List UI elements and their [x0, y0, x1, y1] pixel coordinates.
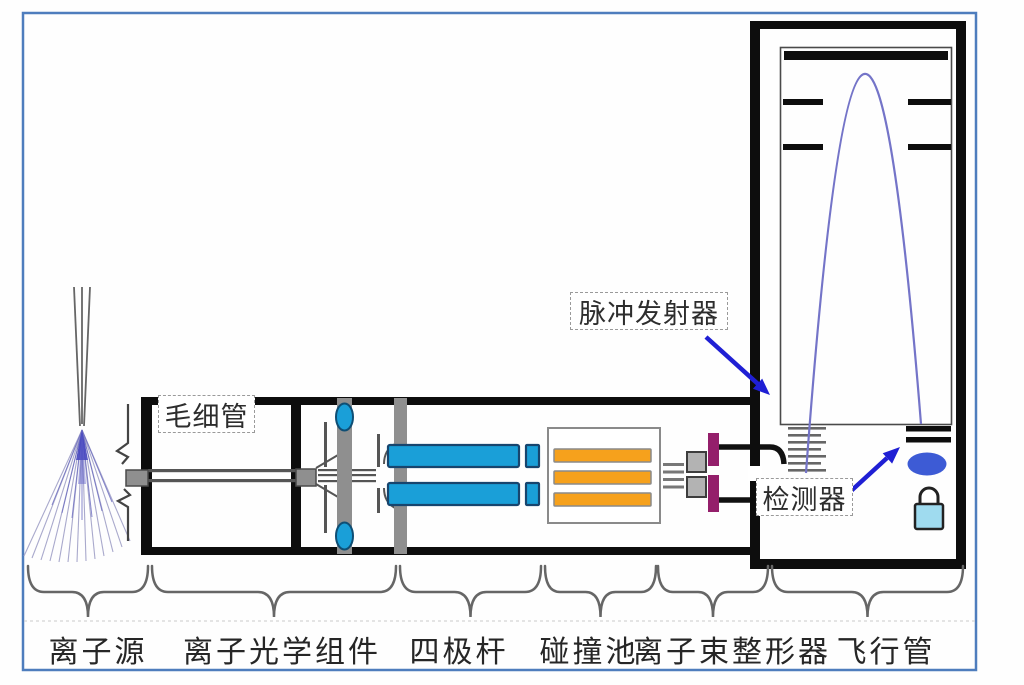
- section-label-beam-shaper: 离子束整形器: [633, 636, 831, 669]
- detector-grid-icon: [906, 426, 951, 443]
- ion-guide-lens-icon: [377, 398, 407, 554]
- ion-trajectory: [804, 72, 923, 474]
- reflectron-icon: [779, 46, 953, 426]
- beam-aperture-gap: [748, 466, 762, 481]
- pulser-arrow-icon: [704, 335, 770, 395]
- section-label-ion-optics: 离子光学组件: [183, 636, 381, 669]
- capillary-label: 毛细管: [158, 395, 255, 433]
- ring-lens-icon: [335, 398, 354, 554]
- skimmer-lens-icon: [315, 422, 339, 533]
- detector-arrow-icon: [849, 447, 900, 493]
- collision-cell-icon: [547, 427, 661, 524]
- lock-icon: [913, 486, 945, 531]
- page-border: [21, 11, 978, 672]
- section-braces: [26, 564, 965, 618]
- electrospray-emitter-icon: [73, 286, 91, 427]
- pulser-label-text: 脉冲发射器: [579, 298, 719, 329]
- orifice-plate-icon: [114, 404, 132, 541]
- pulser-label: 脉冲发射器: [570, 292, 728, 330]
- capillary-label-text: 毛细管: [164, 401, 249, 432]
- brace-beam-shaper: [656, 564, 770, 618]
- section-label-flight-tube: 飞行管: [836, 636, 936, 669]
- section-label-quadrupole: 四极杆: [409, 636, 509, 669]
- brace-ion-optics: [150, 564, 398, 618]
- detector-icon: [907, 452, 947, 476]
- section-label-collision-cell: 碰撞池: [539, 636, 639, 669]
- capillary-tube-icon: [125, 468, 317, 487]
- tof-housing: [750, 21, 966, 569]
- brace-collision-cell: [543, 564, 658, 618]
- exit-lens-stack-icon: [663, 463, 684, 489]
- brace-ion-source: [26, 564, 150, 618]
- spray-plume-icon: [23, 429, 131, 563]
- detector-label-text: 检测器: [762, 484, 847, 515]
- detector-label: 检测器: [756, 478, 853, 516]
- brace-quadrupole: [398, 564, 543, 618]
- quadrupole-rods-icon: [386, 443, 541, 507]
- section-label-ion-source: 离子源: [48, 636, 148, 669]
- brace-flight-tube: [770, 564, 965, 618]
